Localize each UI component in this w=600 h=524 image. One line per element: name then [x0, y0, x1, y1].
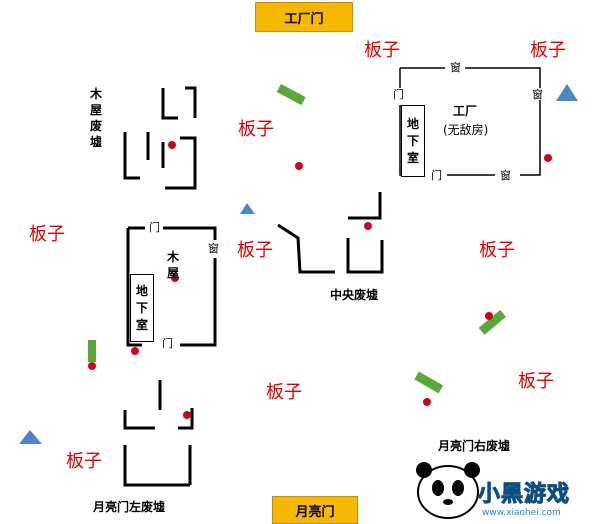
factory-door-bottom: 门 [431, 169, 442, 182]
moon-gate-label: 月亮门 [295, 504, 335, 520]
factory-note: (无敌房) [443, 123, 489, 137]
dot-7 [485, 312, 493, 320]
cabin-window-right: 窗 [208, 242, 219, 255]
pallet-3 [88, 340, 96, 362]
factory-window-right: 窗 [532, 88, 543, 101]
dot-5 [171, 274, 179, 282]
triangle-icon [556, 84, 578, 101]
triangle-icon [19, 430, 42, 444]
dot-3 [544, 154, 552, 162]
board-label-4: 板子 [29, 224, 65, 245]
cabin-ruins-walls [123, 86, 197, 190]
triangles [19, 84, 578, 444]
dot-6 [131, 347, 139, 355]
pallet-4 [414, 371, 444, 394]
board-label-9: 板子 [66, 451, 102, 472]
central-ruins-walls [277, 192, 384, 274]
dot-2 [295, 162, 303, 170]
dot-1 [168, 141, 176, 149]
panda-mascot-icon [416, 462, 480, 519]
triangle-icon [240, 203, 255, 214]
pallet-2 [478, 309, 506, 335]
cabin-door-top: 门 [149, 221, 160, 234]
moon-right-ruins-label: 月亮门右废墟 [438, 439, 511, 453]
cabin-basement: 地下室 [130, 274, 154, 342]
cabin-label: 木屋 [166, 250, 179, 280]
factory-label: 工厂 [453, 104, 478, 118]
board-label-8: 板子 [266, 382, 302, 403]
factory-walls [399, 67, 541, 176]
dot-4 [364, 222, 372, 230]
board-label-6: 板子 [479, 240, 515, 261]
watermark-brand: 小黑游戏 [477, 482, 571, 508]
dot-10 [423, 398, 431, 406]
factory-door-left: 门 [393, 88, 404, 101]
factory-basement: 地下室 [401, 105, 425, 177]
central-ruins-label: 中央废墟 [330, 288, 379, 302]
moon-left-ruins-walls [123, 380, 194, 487]
pallets [88, 84, 506, 394]
factory-window-top: 窗 [450, 61, 461, 74]
pallet-1 [276, 84, 306, 106]
board-label-7: 板子 [518, 371, 554, 392]
watermark-url: www.xiaohei.com [482, 508, 561, 518]
board-label-1: 板子 [364, 40, 400, 61]
red-dots [88, 141, 552, 419]
board-label-3: 板子 [238, 119, 274, 140]
dot-8 [88, 362, 96, 370]
moon-gate: 月亮门 [272, 496, 358, 524]
cabin-ruins-label: 木屋废墟 [89, 87, 102, 149]
board-label-2: 板子 [530, 40, 566, 61]
factory-gate-label: 工厂门 [284, 11, 324, 27]
cabin-basement-label: 地下室 [135, 283, 148, 332]
board-label-5: 板子 [237, 240, 273, 261]
factory-window-bottom: 窗 [500, 169, 511, 182]
cabin-door-bottom: 门 [162, 337, 173, 350]
dot-9 [183, 411, 191, 419]
factory-basement-label: 地下室 [406, 116, 419, 165]
moon-left-ruins-label: 月亮门左废墟 [93, 500, 166, 514]
factory-gate: 工厂门 [255, 2, 353, 32]
cabin-walls [126, 226, 217, 347]
